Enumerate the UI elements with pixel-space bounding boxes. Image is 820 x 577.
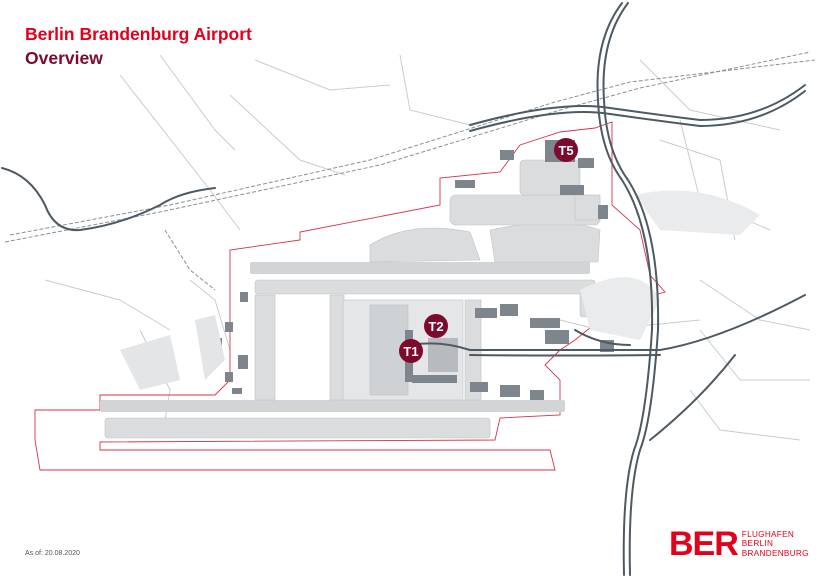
as-of-date: As of: 20.08.2020 [25, 550, 80, 557]
terminal-t5-label: T5 [558, 143, 573, 158]
logo-line-1: FLUGHAFEN [741, 529, 795, 539]
terminal-marker-t5[interactable]: T5 [554, 138, 578, 162]
map-subtitle: Overview [25, 48, 103, 68]
map-title: Berlin Brandenburg Airport [25, 24, 252, 44]
terminal-t2-label: T2 [428, 319, 443, 334]
highways [1, 2, 806, 576]
logo-line-3: BRANDENBURG [741, 548, 809, 558]
terminal-t1-label: T1 [403, 344, 418, 359]
ber-logo-words: FLUGHAFEN BERLIN BRANDENBURG [742, 530, 809, 559]
ber-logo-mark: BER [669, 525, 739, 563]
terminal-marker-t1[interactable]: T1 [399, 339, 423, 363]
logo-line-2: BERLIN [741, 539, 774, 549]
runways [100, 262, 590, 412]
terminal-marker-t2[interactable]: T2 [424, 314, 448, 338]
forest-area [580, 190, 760, 340]
west-fields [120, 315, 225, 390]
railway-lines [4, 51, 816, 291]
ber-logo: BER FLUGHAFEN BERLIN BRANDENBURG [669, 527, 809, 561]
